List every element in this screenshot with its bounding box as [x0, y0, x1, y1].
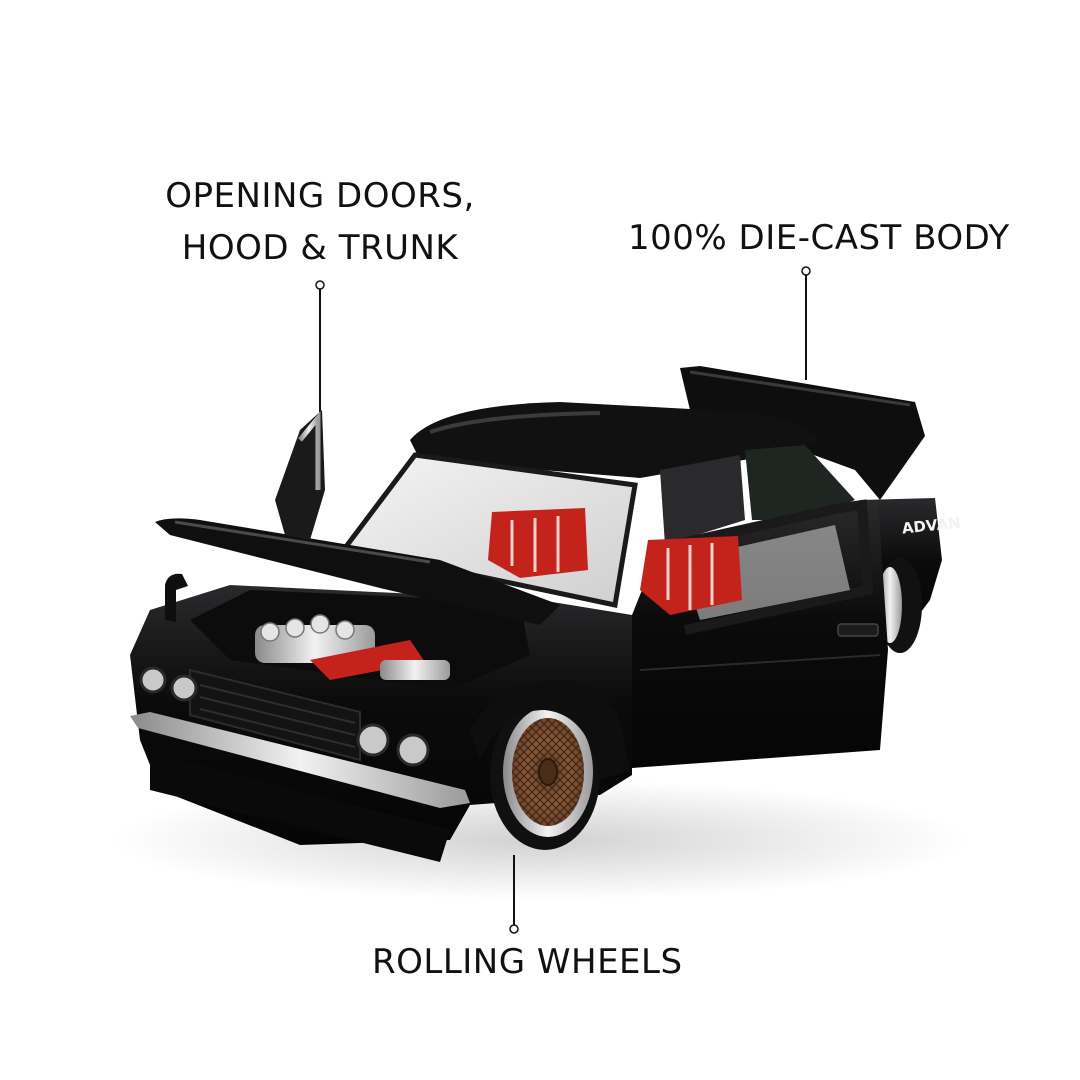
callout-wheels: ROLLING WHEELS: [372, 936, 683, 988]
callout-doors-line2: HOOD & TRUNK: [181, 228, 459, 268]
roof: [410, 402, 820, 478]
front-splitter: [150, 752, 450, 862]
hood[interactable]: [155, 518, 560, 625]
callout-line-doors: [315, 280, 325, 420]
engine: [255, 614, 450, 680]
front-bumper: [130, 712, 470, 808]
callout-body: 100% DIE-CAST BODY: [628, 212, 1010, 264]
callout-body-text: 100% DIE-CAST BODY: [628, 218, 1010, 258]
front-seat: [488, 508, 588, 578]
callout-doors-line1: OPENING DOORS,: [165, 176, 475, 216]
callout-line-body: [801, 266, 811, 380]
headlights: [139, 666, 430, 767]
callout-doors: OPENING DOORS, HOOD & TRUNK: [165, 170, 475, 274]
callout-wheels-text: ROLLING WHEELS: [372, 942, 683, 982]
side-mirror: [165, 573, 188, 622]
front-wheel: [490, 700, 600, 850]
callout-line-wheels: [509, 855, 519, 934]
passenger-door[interactable]: [275, 410, 325, 540]
